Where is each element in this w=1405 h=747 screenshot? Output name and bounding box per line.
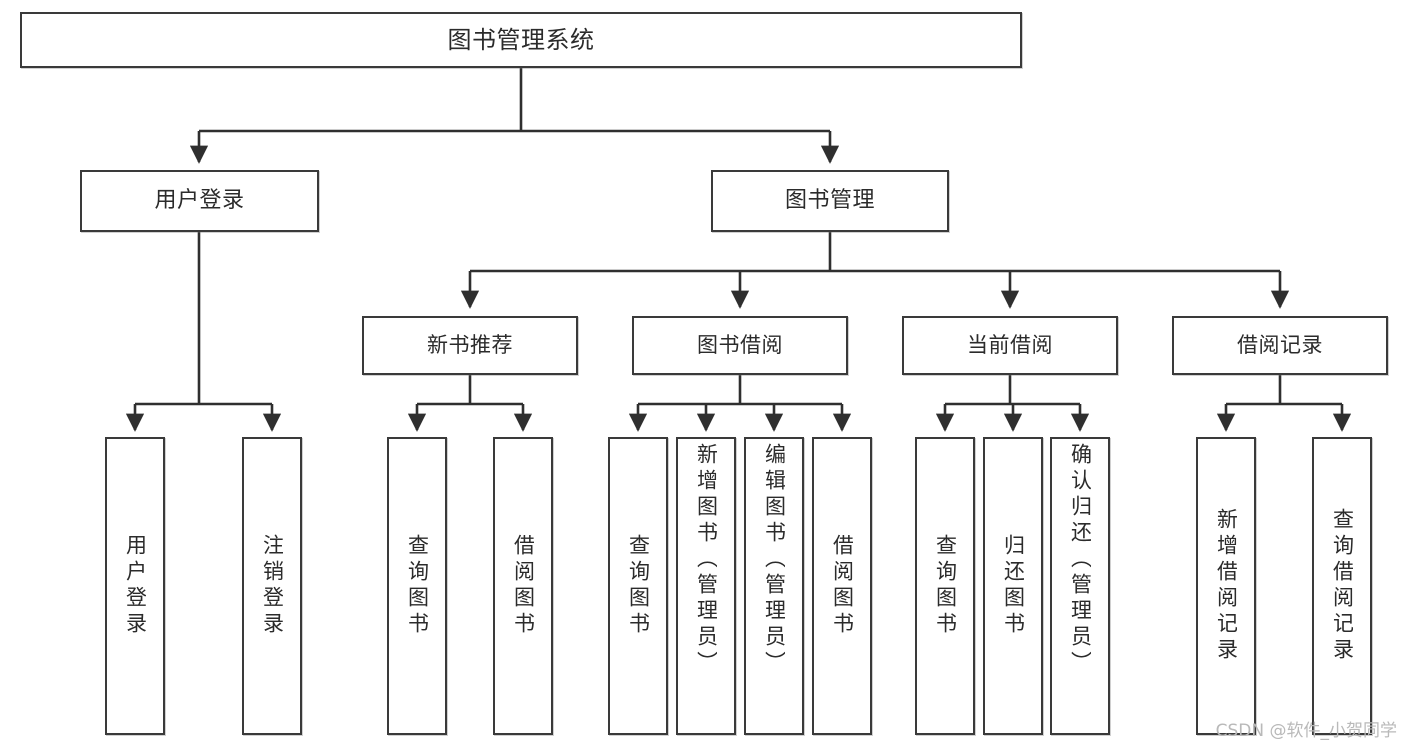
- node-label: 图书管理: [784, 187, 875, 213]
- leaf-borrow-borrow-book[interactable]: 借阅图书: [812, 437, 872, 735]
- node-label: 新增借阅记录: [1215, 508, 1237, 664]
- node-label: 借阅图书: [831, 534, 853, 638]
- leaf-current-confirm-return-admin[interactable]: 确认归还（管理员）: [1050, 437, 1110, 735]
- node-label: 查询借阅记录: [1331, 508, 1353, 664]
- node-user-login[interactable]: 用户登录: [80, 170, 319, 232]
- leaf-user-login-logout[interactable]: 注销登录: [242, 437, 302, 735]
- node-new-book-recommend[interactable]: 新书推荐: [362, 316, 578, 375]
- leaf-borrow-add-book-admin[interactable]: 新增图书（管理员）: [676, 437, 736, 735]
- node-book-management[interactable]: 图书管理: [711, 170, 949, 232]
- leaf-borrow-edit-book-admin[interactable]: 编辑图书（管理员）: [744, 437, 804, 735]
- leaf-user-login-login[interactable]: 用户登录: [105, 437, 165, 735]
- node-label: 用户登录: [154, 187, 245, 213]
- node-label: 新书推荐: [427, 332, 513, 357]
- leaf-current-return-book[interactable]: 归还图书: [983, 437, 1043, 735]
- node-label: 图书管理系统: [447, 25, 595, 54]
- node-label: 当前借阅: [967, 332, 1053, 357]
- node-label: 确认归还（管理员）: [1069, 443, 1091, 677]
- leaf-record-query-record[interactable]: 查询借阅记录: [1312, 437, 1372, 735]
- leaf-new-book-query[interactable]: 查询图书: [387, 437, 447, 735]
- watermark-text: CSDN @软件_小贺同学: [1215, 721, 1397, 741]
- leaf-current-query-book[interactable]: 查询图书: [915, 437, 975, 735]
- node-label: 查询图书: [627, 534, 649, 638]
- node-label: 注销登录: [261, 534, 283, 638]
- leaf-new-book-borrow[interactable]: 借阅图书: [493, 437, 553, 735]
- node-label: 归还图书: [1002, 534, 1024, 638]
- node-label: 编辑图书（管理员）: [763, 443, 785, 677]
- leaf-record-add-record[interactable]: 新增借阅记录: [1196, 437, 1256, 735]
- leaf-borrow-query-book[interactable]: 查询图书: [608, 437, 668, 735]
- node-book-borrow[interactable]: 图书借阅: [632, 316, 848, 375]
- node-root-system[interactable]: 图书管理系统: [20, 12, 1022, 68]
- node-label: 借阅记录: [1237, 332, 1323, 357]
- node-label: 查询图书: [934, 534, 956, 638]
- node-label: 新增图书（管理员）: [695, 443, 717, 677]
- node-current-borrow[interactable]: 当前借阅: [902, 316, 1118, 375]
- node-label: 用户登录: [124, 534, 146, 638]
- node-label: 借阅图书: [512, 534, 534, 638]
- node-label: 查询图书: [406, 534, 428, 638]
- node-label: 图书借阅: [697, 332, 783, 357]
- node-borrow-record[interactable]: 借阅记录: [1172, 316, 1388, 375]
